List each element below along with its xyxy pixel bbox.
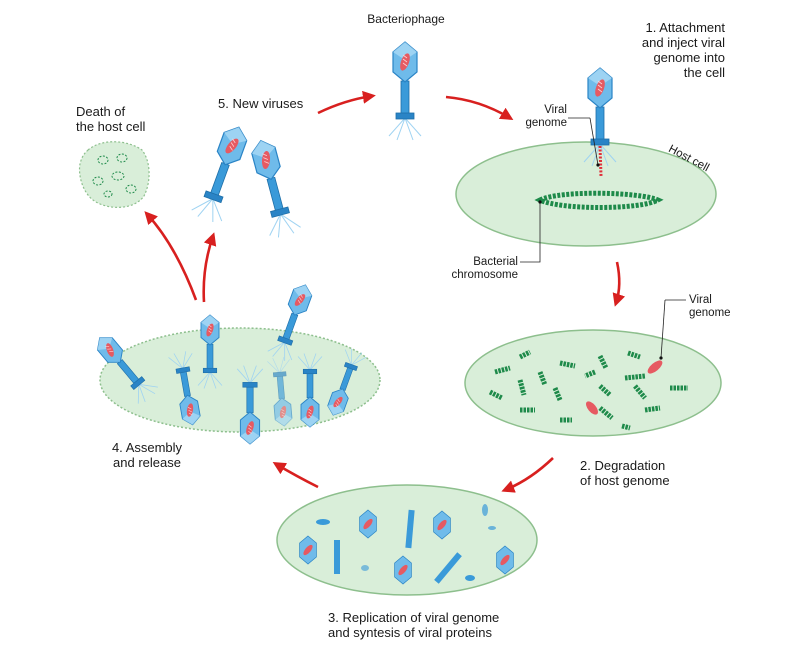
- step1-label: 1. Attachment and inject viral genome in…: [641, 20, 725, 80]
- death-label: Death of the host cell: [76, 104, 146, 134]
- viral-genome-label-right: Viral genome: [689, 294, 731, 319]
- step4-label: 4. Assembly and release: [111, 440, 183, 470]
- cycle-arrows: [144, 90, 626, 493]
- host-cell-2: [464, 329, 722, 437]
- arrow-attach-to-degrade: [612, 261, 626, 307]
- new-viruses: [189, 121, 303, 241]
- arrow-phage-to-attach: [445, 95, 514, 121]
- viral-genome-label-top: Viral genome: [525, 104, 567, 129]
- arrow-viruses-to-phage: [317, 90, 376, 115]
- dead-host-cell: [78, 141, 150, 208]
- bacteriophage-label: Bacteriophage: [367, 12, 445, 26]
- bacteriophage-top: [388, 41, 422, 141]
- arrow-degrade-to-replicate: [501, 457, 554, 493]
- injected-viral-genome: [598, 145, 603, 177]
- viral-genome-in-cell: [647, 360, 663, 374]
- step3-label: 3. Replication of viral genome and synte…: [328, 610, 500, 640]
- viral-parts: [299, 504, 514, 585]
- cell-debris: [92, 153, 137, 198]
- arrow-replicate-to-assembly: [272, 461, 319, 489]
- degraded-dna-fragments: [488, 349, 688, 431]
- chromosome-pointer: [520, 202, 541, 263]
- bacterial-chromosome-label: Bacterial chromosome: [451, 256, 518, 281]
- arrow-assembly-to-new: [202, 232, 217, 303]
- arrow-assembly-to-death: [144, 211, 198, 301]
- step2-label: 2. Degradation of host genome: [580, 458, 670, 488]
- step5-label: 5. New viruses: [218, 96, 304, 111]
- bacterial-chromosome-1: [534, 190, 664, 210]
